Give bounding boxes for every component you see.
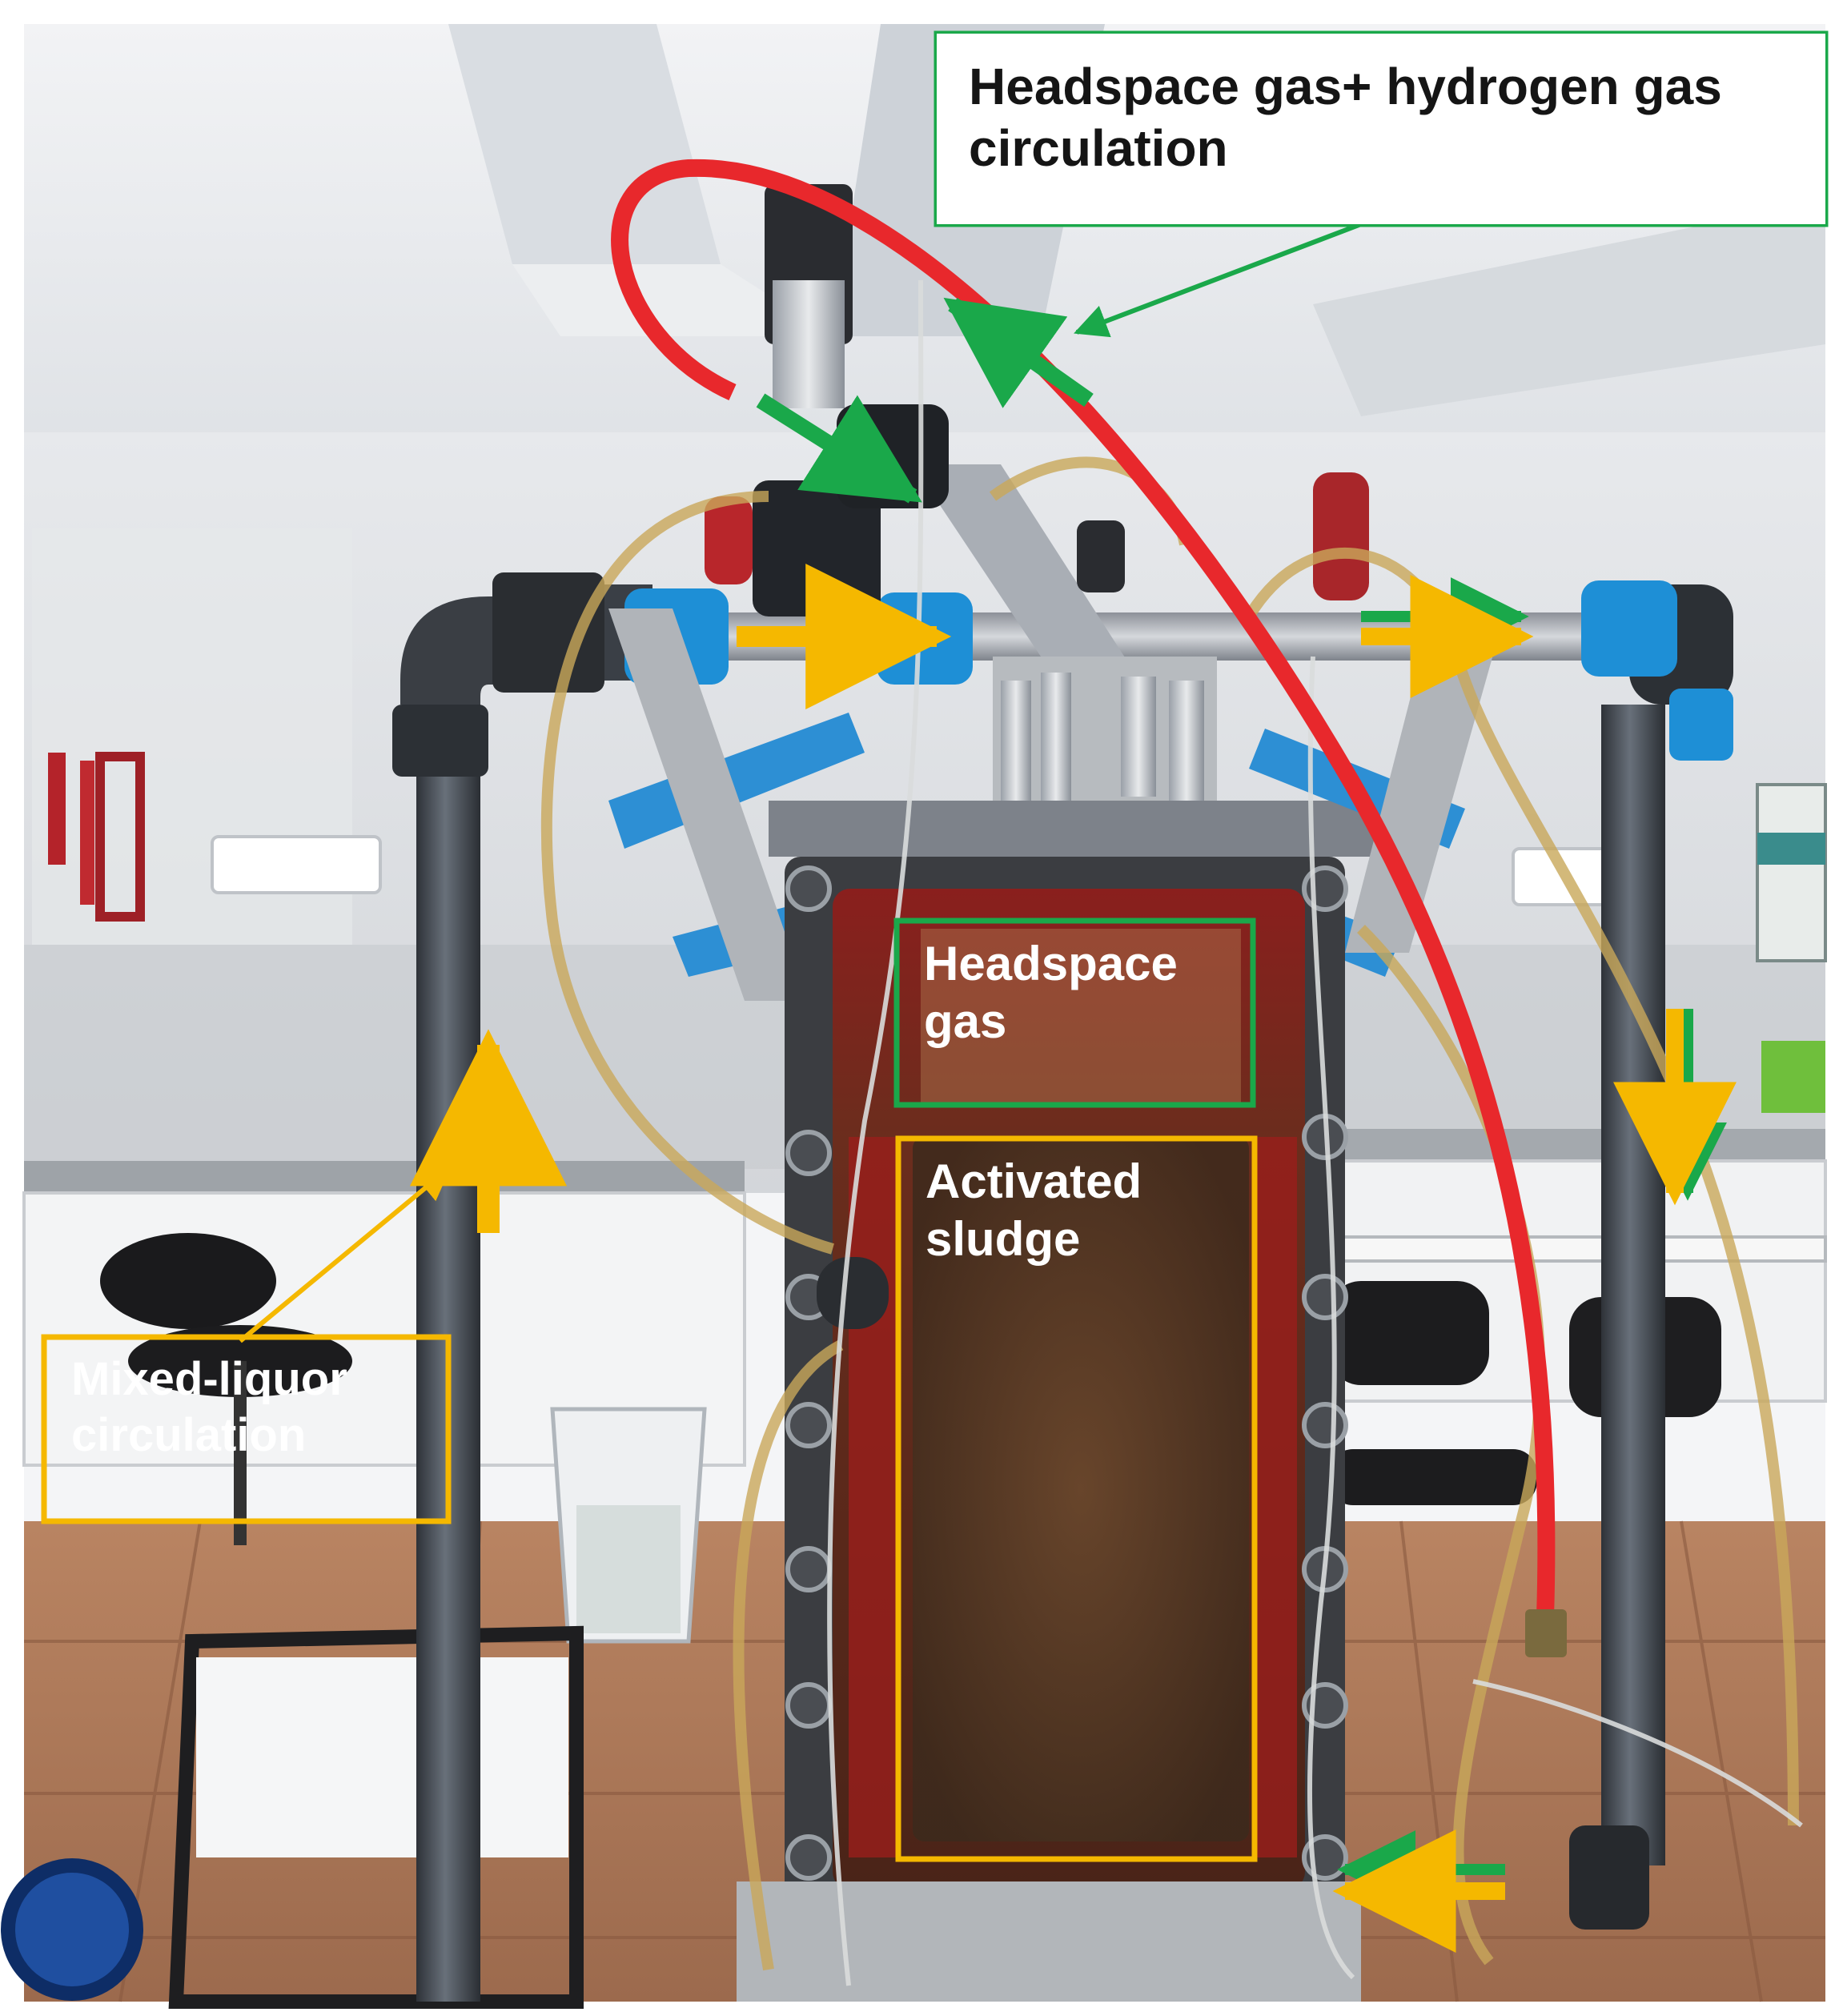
pvc-elbow [392,705,488,777]
counter-left [24,1161,745,1193]
leader-line-green [1074,222,1363,338]
valve-handle [1313,472,1369,600]
label-line: Mixed-liquor [71,1353,347,1405]
label-line: circulation [969,118,1228,177]
label-line: Activated [926,1155,1142,1208]
flow-arrow-gas [756,393,922,504]
reactor-top-plate [769,801,1409,857]
flow-arrow-gas [943,297,1094,408]
label-mixed-liquor-circulation: Mixed-liquor circulation [44,1337,448,1521]
counter-right [1329,1129,1825,1161]
label-headspace-gas: Headspace gas [897,921,1253,1105]
blue-fitting [1581,580,1677,677]
callout-box-sludge [895,1135,1258,1862]
sample-port [817,1257,889,1329]
valve-handle [705,496,753,584]
label-line: circulation [71,1408,307,1461]
label-line: sludge [926,1212,1081,1266]
label-headspace-hydrogen-circulation: Headspace gas+ hydrogen gas circulation [937,34,1825,224]
label-line: gas [924,994,1007,1048]
callout-box-headspace [893,918,1256,1108]
label-line: Headspace gas+ hydrogen gas [969,58,1722,115]
leader-line-yellow [239,1167,452,1343]
red-gas-tube [611,159,1556,1618]
silicone-tubing [540,456,1799,1971]
label-line: Headspace [924,937,1178,990]
reactor-base [737,1881,1361,2002]
wall-socket [211,835,382,894]
label-activated-sludge: Activated sludge [898,1139,1255,1859]
blue-fitting [1669,689,1733,761]
pvc-riser-right [1601,705,1665,1865]
chair [100,1233,276,1329]
hose-reel [1,1858,143,2001]
